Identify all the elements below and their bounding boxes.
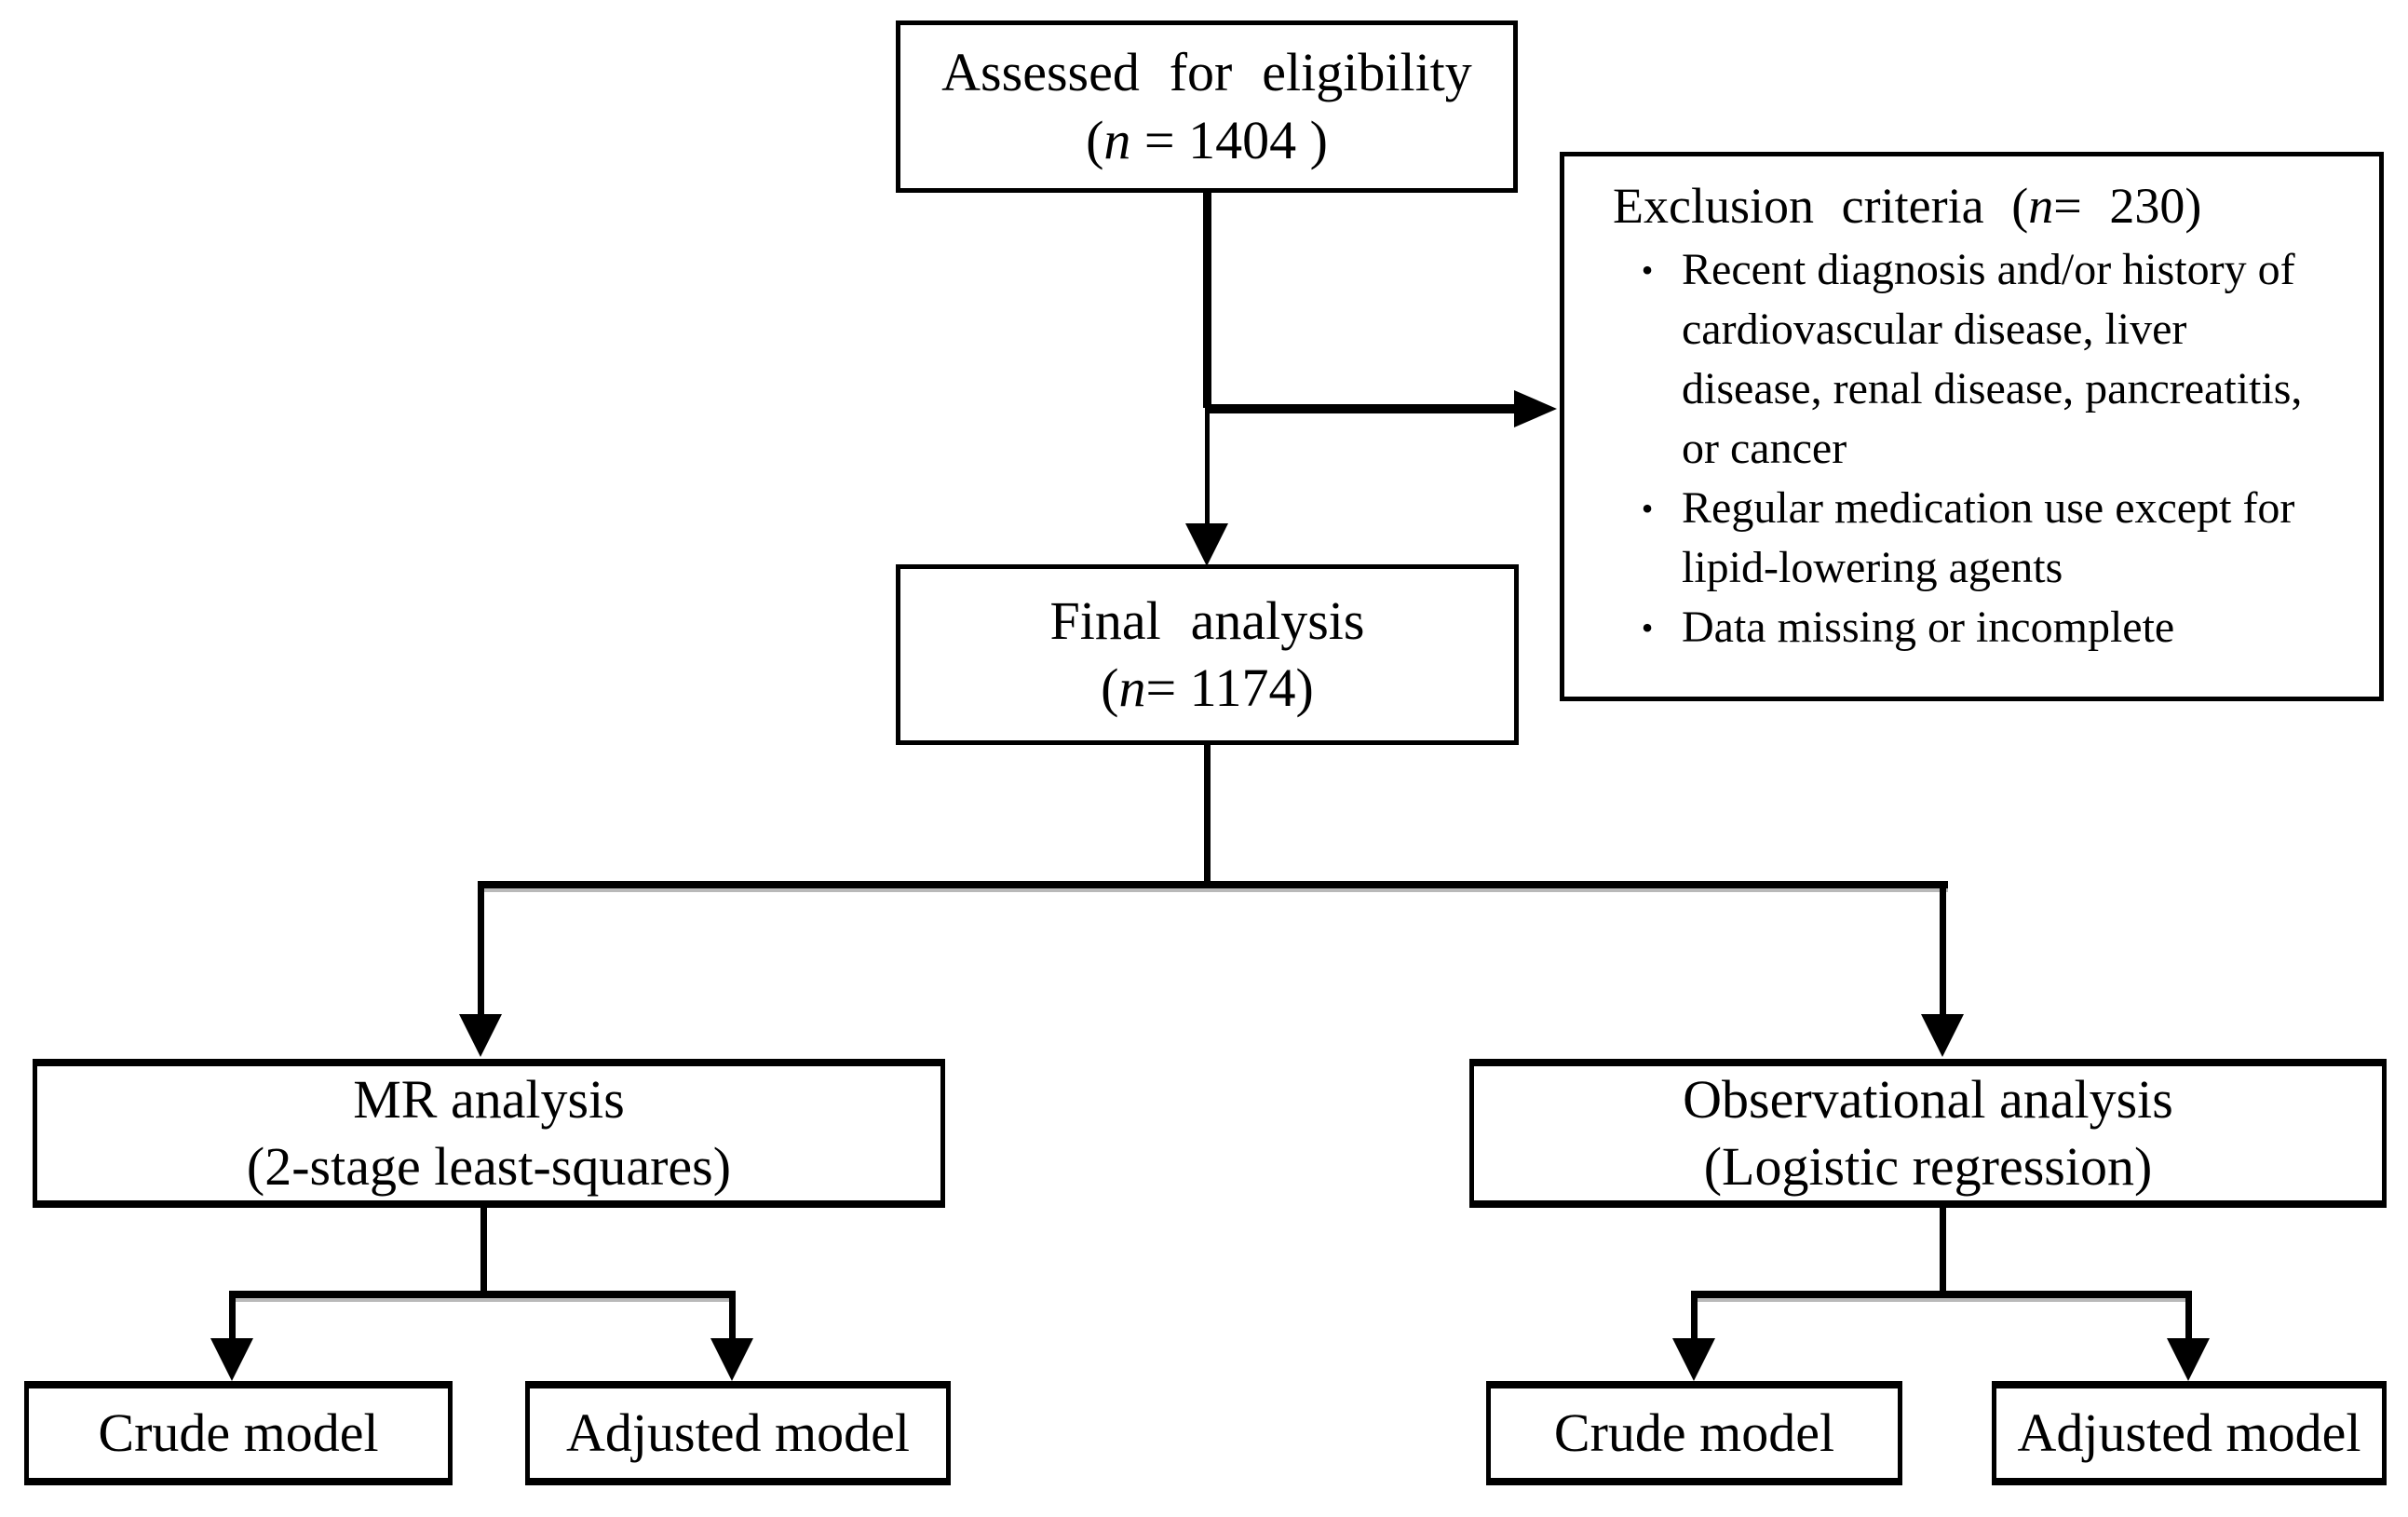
exclusion-bullet-2: • Regular medication use except for lipi… <box>1613 479 2307 598</box>
connector-observational-split-bar <box>1691 1291 2192 1302</box>
connector-final-down <box>1204 745 1211 885</box>
assessed-count-rest: = 1404 ) <box>1130 109 1328 170</box>
arrowhead-into-observational-icon <box>1921 1014 1964 1057</box>
mr-crude-label: Crude model <box>98 1402 379 1463</box>
box-observational-crude-model: Crude model <box>1486 1381 1902 1485</box>
connector-split-to-mr <box>478 881 484 1014</box>
observational-crude-label: Crude model <box>1553 1402 1835 1463</box>
box-mr-crude-model: Crude model <box>24 1381 453 1485</box>
connector-observational-to-adjusted <box>2185 1291 2192 1338</box>
observational-subtitle: (Logistic regression) <box>1703 1136 2153 1197</box>
box-mr-analysis: MR analysis (2-stage least-squares) <box>33 1059 945 1208</box>
arrowhead-into-final-icon <box>1185 523 1228 566</box>
box-observational-analysis: Observational analysis (Logistic regress… <box>1469 1059 2387 1208</box>
assessed-title: Assessed for eligibility <box>941 42 1472 102</box>
box-final-analysis: Final analysis (n= 1174) <box>896 564 1519 745</box>
exclusion-bullet-2-text: Regular medication use except for lipid-… <box>1682 483 2295 592</box>
exclusion-bullet-3: • Data missing or incomplete <box>1613 598 2307 657</box>
arrowhead-into-exclusion-icon <box>1514 390 1557 427</box>
final-count-n: n <box>1118 657 1146 718</box>
connector-mr-to-crude <box>229 1291 236 1338</box>
exclusion-count-n: n <box>2028 178 2054 234</box>
connector-mr-to-adjusted <box>729 1291 736 1338</box>
connector-observational-to-crude <box>1691 1291 1698 1338</box>
exclusion-count-rest: = 230) <box>2053 178 2202 234</box>
connector-assessed-down-upper <box>1203 193 1211 408</box>
exclusion-bullet-1-text: Recent diagnosis and/or history of cardi… <box>1682 245 2303 473</box>
observational-adjusted-label: Adjusted model <box>2017 1402 2361 1463</box>
connector-main-split-bar <box>480 881 1948 892</box>
box-exclusion-criteria: Exclusion criteria (n= 230) • Recent dia… <box>1560 152 2384 701</box>
exclusion-header: Exclusion criteria (n= 230) <box>1613 171 2201 240</box>
final-title: Final analysis <box>1049 589 1365 651</box>
exclusion-bullet-1: • Recent diagnosis and/or history of car… <box>1613 240 2307 479</box>
exclusion-title: Exclusion criteria <box>1613 178 1984 234</box>
connector-split-to-observational <box>1940 881 1946 1014</box>
box-observational-adjusted-model: Adjusted model <box>1992 1381 2387 1485</box>
bullet-icon: • <box>1641 251 1654 289</box>
mr-subtitle: (2-stage least-squares) <box>246 1136 732 1197</box>
box-mr-adjusted-model: Adjusted model <box>525 1381 951 1485</box>
observational-title: Observational analysis <box>1683 1068 2173 1130</box>
mr-adjusted-label: Adjusted model <box>566 1402 910 1463</box>
mr-title: MR analysis <box>353 1068 625 1130</box>
connector-to-exclusion <box>1207 404 1514 413</box>
exclusion-count-open: ( <box>2011 178 2029 234</box>
arrowhead-into-observational-crude-icon <box>1672 1338 1715 1381</box>
connector-assessed-down-lower <box>1205 408 1210 531</box>
final-count-open: ( <box>1101 657 1119 718</box>
arrowhead-into-observational-adjusted-icon <box>2167 1338 2210 1381</box>
arrowhead-into-mr-crude-icon <box>210 1338 253 1381</box>
connector-mr-down <box>480 1208 487 1294</box>
final-count-rest: = 1174) <box>1145 657 1314 718</box>
arrowhead-into-mr-icon <box>459 1014 502 1057</box>
arrowhead-into-mr-adjusted-icon <box>710 1338 753 1381</box>
exclusion-bullet-3-text: Data missing or incomplete <box>1682 603 2175 652</box>
bullet-icon: • <box>1641 490 1654 527</box>
final-count: (n= 1174) <box>1101 655 1314 723</box>
assessed-count-open: ( <box>1086 109 1104 170</box>
bullet-icon: • <box>1641 609 1654 646</box>
assessed-count: (n = 1404 ) <box>1086 107 1328 175</box>
assessed-count-n: n <box>1103 109 1131 170</box>
connector-observational-down <box>1940 1208 1946 1294</box>
box-assessed-for-eligibility: Assessed for eligibility (n = 1404 ) <box>896 20 1518 193</box>
connector-mr-split-bar <box>229 1291 736 1302</box>
